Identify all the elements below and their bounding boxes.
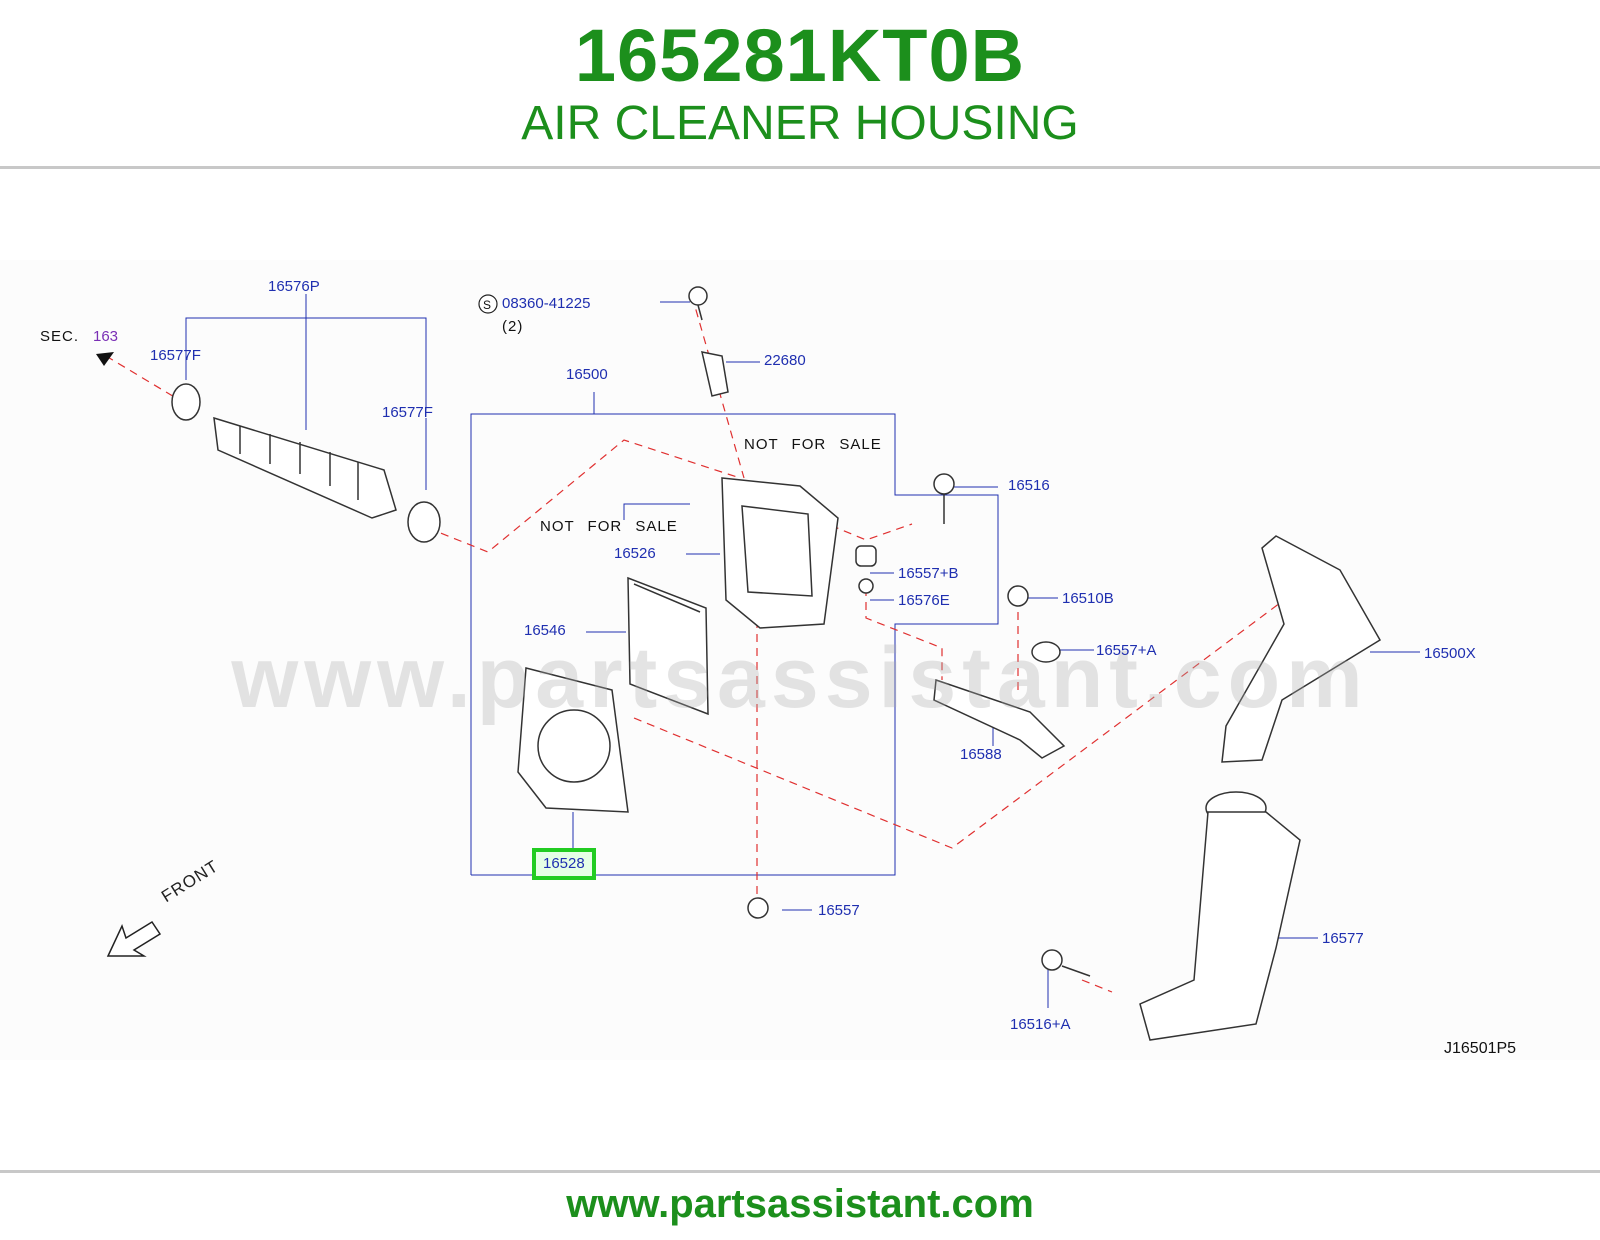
callout-16557[interactable]: 16557	[818, 902, 860, 919]
part-name: AIR CLEANER HOUSING	[521, 97, 1079, 150]
callout-16576P[interactable]: 16576P	[268, 278, 320, 295]
sec-arrow-icon	[96, 352, 114, 366]
callout-16546[interactable]: 16546	[524, 622, 566, 639]
footer-divider	[0, 1170, 1600, 1173]
callout-16526[interactable]: 16526	[614, 545, 656, 562]
callout-16510B[interactable]: 16510B	[1062, 590, 1114, 607]
callout-16528-highlighted[interactable]: 16528	[532, 848, 596, 880]
header: 165281KT0B AIR CLEANER HOUSING	[0, 0, 1600, 168]
not-for-sale-note-lower: NOT FOR SALE	[540, 518, 678, 535]
callout-16588[interactable]: 16588	[960, 746, 1002, 763]
part-sketches	[171, 286, 1382, 1041]
callout-16500[interactable]: 16500	[566, 366, 608, 383]
callout-16557-B[interactable]: 16557+B	[898, 565, 959, 582]
callout-16516-A[interactable]: 16516+A	[1010, 1016, 1071, 1033]
sec-label: SEC.	[40, 328, 80, 345]
callout-22680[interactable]: 22680	[764, 352, 806, 369]
sec-number-link[interactable]: 163	[93, 328, 119, 345]
callout-16557-A[interactable]: 16557+A	[1096, 642, 1157, 659]
callout-16577F-left[interactable]: 16577F	[150, 347, 201, 364]
watermark: www.partsassistant.com	[231, 630, 1369, 726]
not-for-sale-note-upper: NOT FOR SALE	[744, 436, 882, 453]
callout-16576E[interactable]: 16576E	[898, 592, 950, 609]
header-divider	[0, 166, 1600, 169]
callout-16577F-right[interactable]: 16577F	[382, 404, 433, 421]
bolt-quantity: (2)	[502, 318, 524, 335]
part-number: 165281KT0B	[574, 14, 1026, 97]
footer-url[interactable]: www.partsassistant.com	[566, 1182, 1034, 1226]
callout-16500X[interactable]: 16500X	[1424, 645, 1476, 662]
callout-16516[interactable]: 16516	[1008, 477, 1050, 494]
drawing-code: J16501P5	[1444, 1040, 1517, 1057]
leader-lines	[185, 294, 1420, 1008]
callout-08360-41225[interactable]: 08360-41225	[502, 295, 591, 312]
phantom-lines	[105, 295, 1285, 993]
front-arrow-icon	[106, 920, 162, 957]
callout-16577[interactable]: 16577	[1322, 930, 1364, 947]
s-symbol-label: S	[483, 298, 492, 312]
s-symbol-icon	[478, 294, 498, 314]
